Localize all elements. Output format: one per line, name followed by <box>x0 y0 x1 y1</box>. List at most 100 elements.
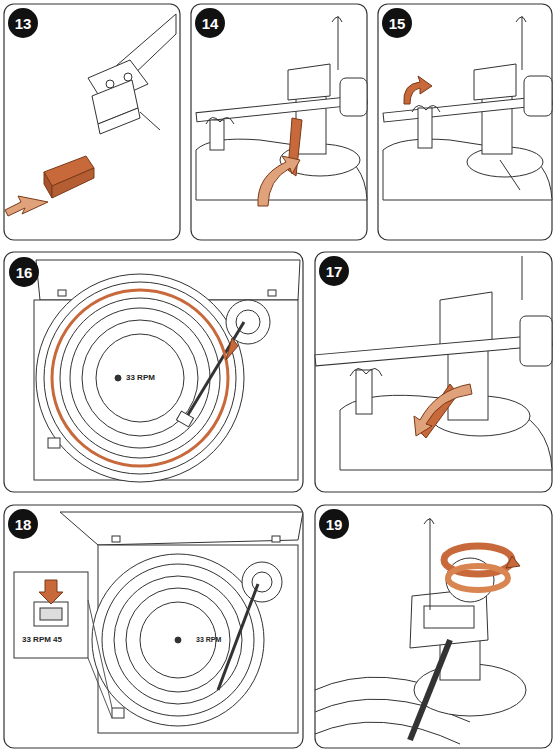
headshell <box>106 80 114 88</box>
pull-arrow <box>5 196 48 216</box>
turntable <box>88 658 112 718</box>
turntable <box>272 536 280 542</box>
callout-number: 19 <box>319 509 349 539</box>
tonearm <box>383 16 552 200</box>
turntable <box>96 334 184 422</box>
turntable <box>88 600 112 708</box>
rotate-arrow <box>448 566 508 590</box>
turntable <box>58 290 66 296</box>
stylus-guard <box>44 156 94 198</box>
rotate-arrow <box>506 556 520 568</box>
tonearm <box>338 16 339 70</box>
stylus-guard <box>52 168 94 198</box>
tonearm <box>288 64 330 100</box>
turntable <box>36 274 244 482</box>
panel-frame <box>4 252 303 492</box>
tonearm <box>430 518 431 610</box>
callout-number: 17 <box>319 256 349 286</box>
turntable <box>112 708 124 718</box>
tonearm <box>206 117 234 124</box>
switch-label: 33 RPM 45 <box>22 636 62 644</box>
panel-frame <box>4 4 180 240</box>
turntable <box>218 584 258 690</box>
tonearm <box>356 370 372 414</box>
callout-number: 18 <box>8 509 38 539</box>
callout-text: 14 <box>202 16 219 31</box>
panel-frame <box>4 4 552 748</box>
tonearm <box>410 640 450 740</box>
press-arrow <box>39 580 63 604</box>
turntable <box>70 308 210 448</box>
turntable <box>186 322 244 418</box>
turntable <box>268 290 276 296</box>
headshell <box>124 73 132 81</box>
panel-frame <box>315 505 552 748</box>
callout-text: 18 <box>15 517 32 532</box>
turntable <box>44 282 236 474</box>
turntable <box>226 300 270 344</box>
tonearm <box>383 139 552 200</box>
tonearm <box>340 78 367 116</box>
tonearm <box>522 256 523 300</box>
tonearm <box>315 256 552 470</box>
turntable <box>14 512 303 733</box>
callout-number: 15 <box>382 8 412 38</box>
tonearm <box>412 105 440 112</box>
turntable <box>34 602 68 626</box>
turntable <box>14 572 88 658</box>
turntable <box>82 320 198 436</box>
turntable <box>126 588 230 692</box>
panel-frame <box>191 4 367 240</box>
turntable <box>175 637 181 643</box>
callout-number: 16 <box>9 257 39 287</box>
stylus-guard <box>44 172 52 198</box>
tonearm <box>524 76 552 116</box>
callout-number: 13 <box>8 8 38 38</box>
tonearm <box>522 16 523 70</box>
turntable <box>34 260 300 482</box>
callout-text: 17 <box>326 264 343 279</box>
turntable <box>60 512 303 545</box>
rotate-arrow <box>444 546 520 590</box>
tonearm <box>500 160 520 190</box>
turntable <box>112 536 120 542</box>
turntable <box>92 554 264 726</box>
lower-arrow <box>414 384 472 436</box>
turntable <box>102 564 254 716</box>
panel-frame <box>315 252 552 492</box>
platter-label: 33 RPM <box>126 374 155 382</box>
headshell <box>88 14 176 134</box>
turntable <box>242 562 282 602</box>
tonearm <box>516 17 526 22</box>
callout-text: 15 <box>389 16 406 31</box>
platter-ring <box>52 290 228 466</box>
panel-frame <box>4 505 303 748</box>
tonearm <box>474 64 516 100</box>
lever-hint <box>226 338 238 360</box>
release-arrow <box>404 76 432 104</box>
platter-label: 33 RPM <box>196 636 221 643</box>
tonearm <box>315 518 526 744</box>
callout-text: 13 <box>15 16 32 31</box>
panel-frame <box>378 4 552 240</box>
tonearm <box>350 368 382 376</box>
headshell <box>98 108 140 134</box>
lift-arrow <box>258 156 300 206</box>
turntable <box>176 411 193 427</box>
tonearm <box>424 519 434 524</box>
turntable <box>48 438 60 448</box>
tonearm <box>424 606 474 628</box>
callout-text: 19 <box>326 517 343 532</box>
tonearm <box>418 108 432 148</box>
tonearm <box>315 722 460 744</box>
turntable <box>115 375 121 381</box>
tonearm <box>315 334 552 366</box>
turntable <box>114 576 242 704</box>
callout-number: 14 <box>195 8 225 38</box>
headshell <box>140 112 160 130</box>
callout-text: 16 <box>16 265 33 280</box>
turntable <box>40 608 62 620</box>
tonearm <box>440 292 492 346</box>
